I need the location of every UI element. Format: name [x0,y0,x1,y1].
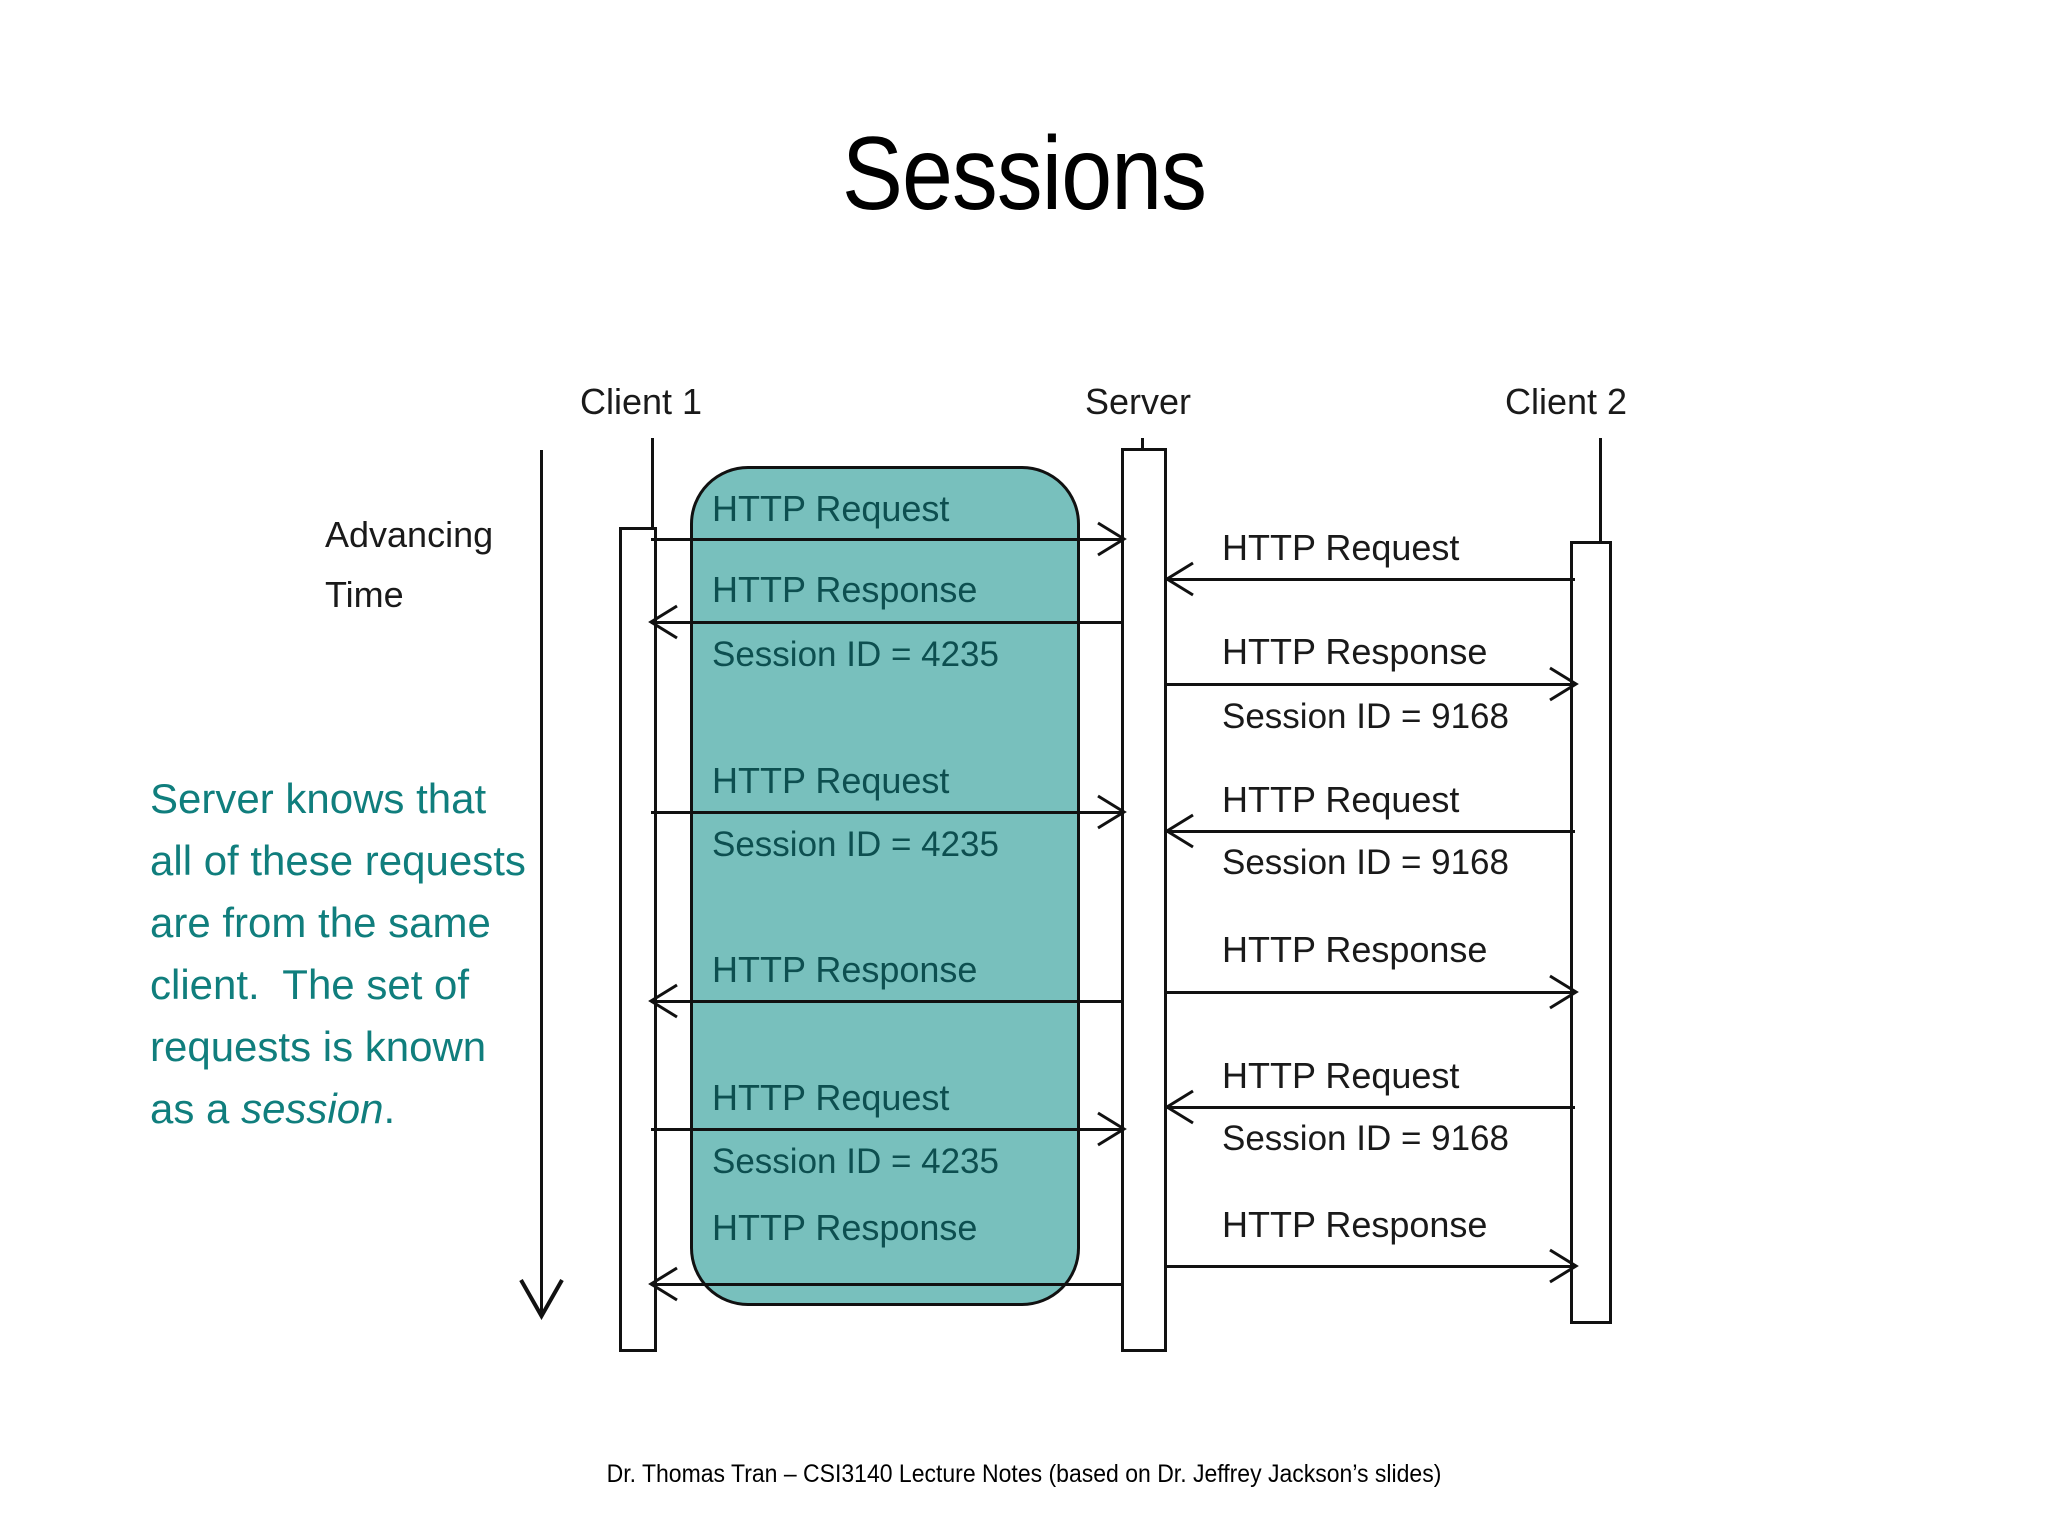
right-message-line-4 [1167,991,1575,994]
advancing-time-axis-line [540,450,543,1312]
explanation-text: Server knows that all of these requests … [150,768,530,1140]
explanation-emphasis: session [241,1085,384,1132]
left-message-label-4: HTTP Response [712,949,978,990]
left-message-line-4 [651,1000,1123,1003]
left-message-arrowhead-3 [1097,794,1127,830]
activation-bar-client2 [1570,541,1612,1324]
activation-bar-server [1121,448,1167,1352]
left-message-line-3 [651,811,1123,814]
lane-title-client1: Client 1 [580,381,703,422]
right-message-label-5: HTTP Request [1222,1055,1460,1096]
left-message-line-2 [651,621,1123,624]
right-message-line-3 [1167,830,1575,833]
lifeline-server [1141,438,1144,454]
left-message-label-3: HTTP Request [712,760,950,801]
right-message-line-2 [1167,683,1575,686]
right-message-label-2: HTTP Response [1222,631,1488,672]
advancing-time-label: Advancing Time [325,505,493,625]
left-message-line-5 [651,1128,1123,1131]
right-message-session-5: Session ID = 9168 [1222,1119,1509,1158]
advancing-time-arrowhead [519,1279,564,1320]
right-message-session-3: Session ID = 9168 [1222,843,1509,882]
lifeline-client1 [651,438,654,530]
left-message-session-5: Session ID = 4235 [712,1142,999,1181]
left-message-label-6: HTTP Response [712,1207,978,1248]
right-message-label-6: HTTP Response [1222,1204,1488,1245]
activation-bar-client1 [619,527,657,1352]
left-message-session-2: Session ID = 4235 [712,635,999,674]
right-message-arrowhead-3 [1164,813,1194,849]
page-title: Sessions [841,116,1207,232]
explanation-body: Server knows that all of these requests … [150,775,538,1132]
lane-title-server: Server [1085,381,1192,422]
right-message-arrowhead-2 [1549,666,1579,702]
right-message-arrowhead-4 [1549,974,1579,1010]
lifeline-client2 [1599,438,1602,542]
right-message-session-2: Session ID = 9168 [1222,697,1509,736]
left-message-line-1 [651,538,1123,541]
left-message-arrowhead-6 [648,1266,678,1302]
right-message-label-3: HTTP Request [1222,779,1460,820]
left-message-label-5: HTTP Request [712,1077,950,1118]
right-message-label-4: HTTP Response [1222,929,1488,970]
session-highlight-region [690,466,1080,1306]
explanation-tail: . [383,1085,396,1132]
advancing-time-line2: Time [325,574,404,615]
right-message-line-1 [1167,578,1575,581]
left-message-arrowhead-4 [648,983,678,1019]
left-message-arrowhead-5 [1097,1111,1127,1147]
left-message-line-6 [651,1283,1123,1286]
right-message-arrowhead-5 [1164,1089,1194,1125]
left-message-session-3: Session ID = 4235 [712,825,999,864]
right-message-arrowhead-1 [1164,561,1194,597]
right-message-line-6 [1167,1265,1575,1268]
left-message-arrowhead-1 [1097,521,1127,557]
lane-title-client2: Client 2 [1505,381,1628,422]
left-message-label-1: HTTP Request [712,488,950,529]
right-message-arrowhead-6 [1549,1248,1579,1284]
advancing-time-line1: Advancing [325,514,494,555]
right-message-line-5 [1167,1106,1575,1109]
sequence-diagram: Client 1 Server Client 2 Advancing Time … [325,381,1628,1352]
left-message-label-2: HTTP Response [712,569,978,610]
right-message-label-1: HTTP Request [1222,527,1460,568]
slide-footer: Dr. Thomas Tran – CSI3140 Lecture Notes … [606,1460,1442,1488]
left-message-arrowhead-2 [648,604,678,640]
